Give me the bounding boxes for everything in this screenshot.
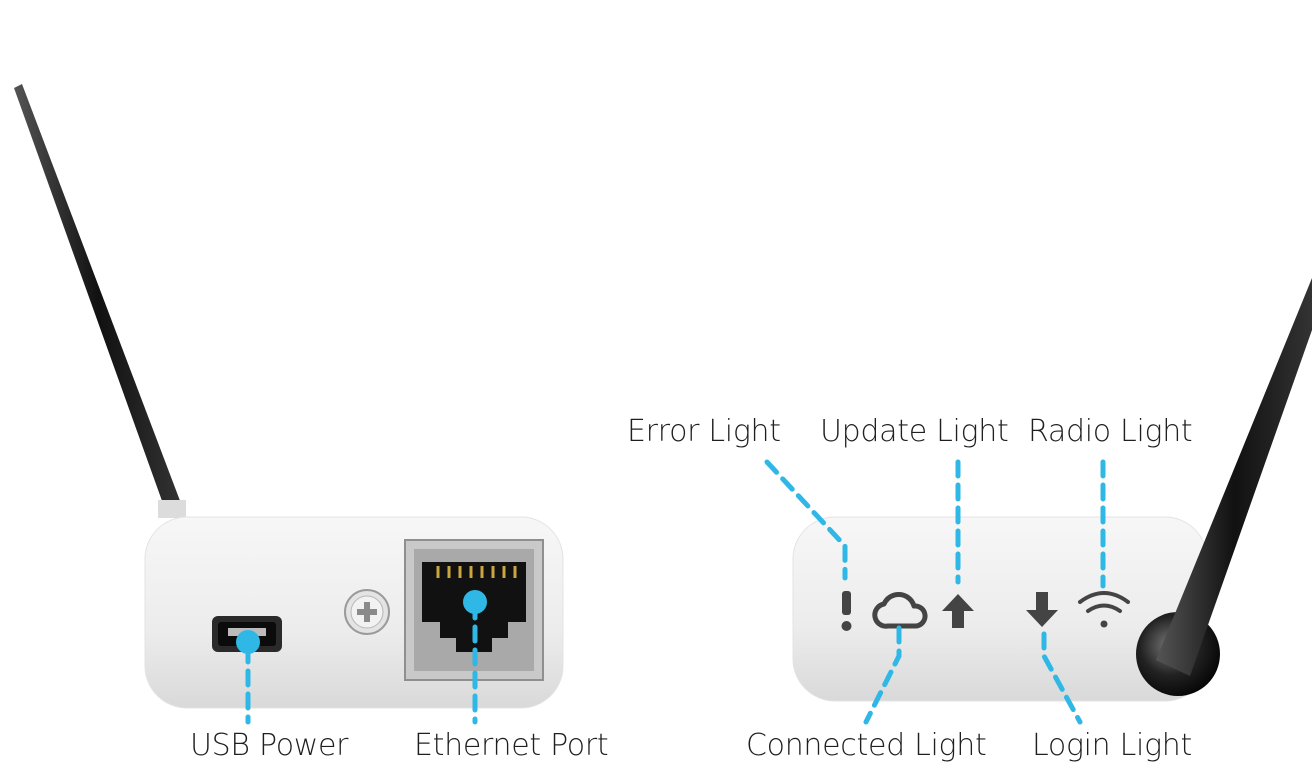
right-antenna bbox=[1156, 278, 1312, 676]
label-connected-light: Connected Light bbox=[746, 728, 987, 763]
back-panel-device bbox=[14, 84, 564, 709]
label-error-light: Error Light bbox=[627, 414, 781, 449]
callout-dots bbox=[236, 590, 487, 654]
exclamation-icon bbox=[841, 591, 852, 631]
wifi-icon bbox=[1078, 591, 1130, 628]
label-login-light: Login Light bbox=[1032, 728, 1192, 763]
label-usb-power: USB Power bbox=[190, 728, 349, 763]
screw bbox=[344, 589, 390, 635]
dot-ethernet-port bbox=[463, 590, 487, 614]
label-update-light: Update Light bbox=[820, 414, 1009, 449]
callout-login-light bbox=[1041, 631, 1083, 725]
ethernet-port bbox=[404, 539, 544, 681]
cloud-icon bbox=[872, 592, 928, 629]
callout-connected-light bbox=[863, 625, 902, 725]
front-panel-device bbox=[792, 278, 1312, 702]
callout-error-light bbox=[764, 459, 848, 581]
label-ethernet-port: Ethernet Port bbox=[414, 728, 609, 763]
left-antenna bbox=[14, 84, 182, 512]
left-antenna-base bbox=[158, 500, 186, 518]
dot-usb-power bbox=[236, 630, 260, 654]
callout-lines bbox=[245, 459, 1106, 725]
arrow-up-icon bbox=[942, 594, 974, 628]
arrow-down-icon bbox=[1026, 592, 1058, 627]
label-radio-light: Radio Light bbox=[1028, 414, 1193, 449]
